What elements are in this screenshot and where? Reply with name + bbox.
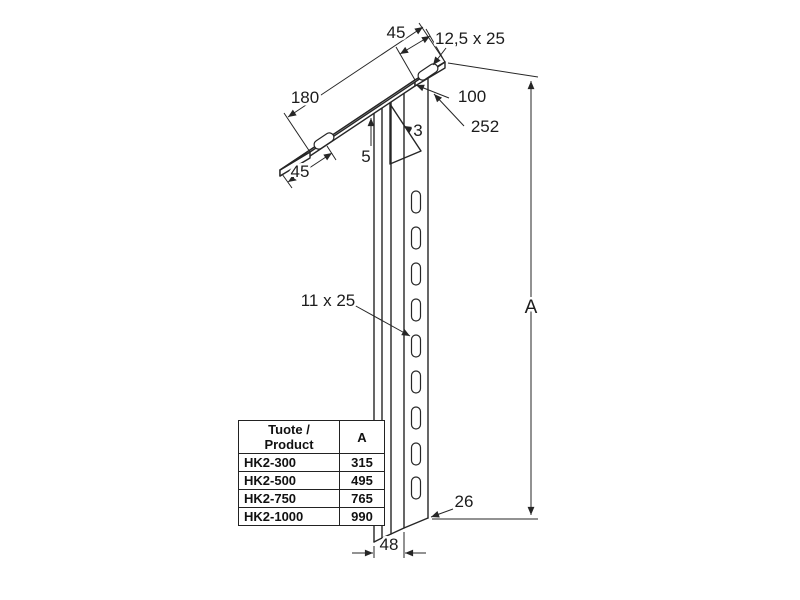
dim-slot-offset: 45 xyxy=(281,145,337,189)
table-header-a: A xyxy=(339,420,385,454)
dim-252: 252 xyxy=(433,93,502,139)
dim-plate-width: 45 xyxy=(384,21,446,81)
dim-label-45-left: 45 xyxy=(291,162,310,181)
dim-label-A: A xyxy=(525,297,538,318)
product-name: HK2-1000 xyxy=(238,507,340,526)
table-header-row: Tuote / Product A xyxy=(238,420,385,454)
dim-label-3: 3 xyxy=(413,121,422,140)
vertical-post xyxy=(373,76,429,543)
dim-label-26: 26 xyxy=(455,492,474,511)
dim-plate-length: 180 xyxy=(283,22,446,153)
post-slots xyxy=(410,190,422,500)
product-a-value: 495 xyxy=(339,471,385,490)
plate-slot-left xyxy=(313,132,335,150)
dim-plate-thickness: 3 xyxy=(403,119,425,143)
dim-post-slot: 11 x 25 xyxy=(298,289,411,337)
dim-overall-height: A xyxy=(432,62,540,520)
dimensions: 180 45 12,5 x 25 100 252 xyxy=(281,21,540,558)
dim-label-48: 48 xyxy=(380,535,399,554)
product-a-value: 990 xyxy=(339,507,385,526)
dim-plate-slot: 12,5 x 25 xyxy=(433,27,507,66)
product-name: HK2-500 xyxy=(238,471,340,490)
dim-label-100: 100 xyxy=(458,87,486,106)
dim-label-5: 5 xyxy=(361,147,370,166)
product-a-value: 765 xyxy=(339,489,385,508)
dim-26: 26 xyxy=(430,490,476,518)
dim-label-post-slot: 11 x 25 xyxy=(301,291,356,310)
table-row: HK2-300 315 xyxy=(238,453,385,472)
product-a-value: 315 xyxy=(339,453,385,472)
dim-100: 100 xyxy=(415,85,489,109)
dim-gusset: 5 xyxy=(359,118,375,169)
product-name: HK2-300 xyxy=(238,453,340,472)
product-table: Tuote / Product A HK2-300 315 HK2-500 49… xyxy=(238,420,385,526)
table-row: HK2-1000 990 xyxy=(238,507,385,526)
dim-post-depth: 48 xyxy=(352,532,426,558)
product-name: HK2-750 xyxy=(238,489,340,508)
table-row: HK2-750 765 xyxy=(238,489,385,508)
dim-label-180: 180 xyxy=(291,88,319,107)
dim-label-plate-slot: 12,5 x 25 xyxy=(435,29,505,48)
dim-label-45-top: 45 xyxy=(387,23,406,42)
table-header-product: Tuote / Product xyxy=(238,420,340,454)
table-row: HK2-500 495 xyxy=(238,471,385,490)
dim-label-252: 252 xyxy=(471,117,499,136)
